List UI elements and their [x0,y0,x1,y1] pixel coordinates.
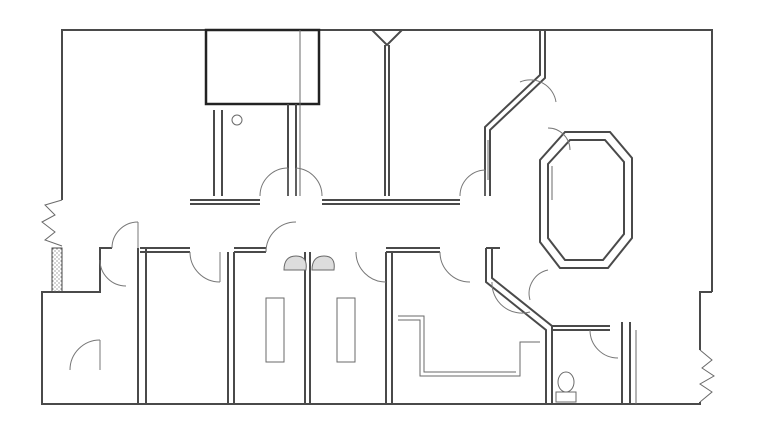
toilet [556,371,576,402]
chair [284,256,306,270]
upper-interior-walls [190,30,545,204]
table [266,298,284,362]
table [337,298,355,362]
chair [312,256,334,270]
lower-interior-walls [62,248,636,404]
room-top-left [206,30,319,104]
column-hatched [52,248,62,292]
light-fixture [232,115,242,125]
fixtures [232,115,576,402]
room-octagon [540,132,632,268]
outer-walls [42,30,714,404]
column-top [372,30,402,45]
door-swings [70,80,618,370]
